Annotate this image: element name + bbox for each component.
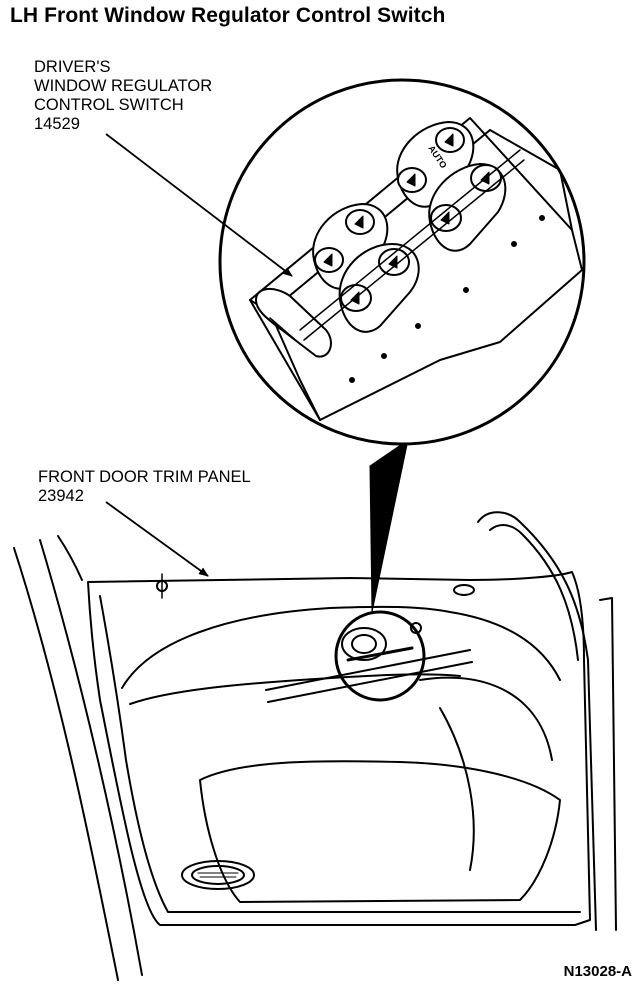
switch-location-bezel [342,628,386,660]
door-pocket-inner2 [440,708,474,870]
rocker-button-rear-left [313,204,387,289]
armrest-grip-line [266,650,470,690]
diagram-title: LH Front Window Regulator Control Switch [10,4,446,27]
switch-assembly: AUTO [250,118,582,420]
trim-panel-inner-edge [100,596,580,912]
trim-panel-outline [88,572,590,925]
panel-callout-label: FRONT DOOR TRIM PANEL 23942 [38,468,251,506]
armrest-upper [122,607,560,688]
lockout-switch [256,289,331,357]
door-window-frame-inner [490,525,578,660]
panel-callout-line1: FRONT DOOR TRIM PANEL [38,468,251,486]
armrest-grip-line2 [268,662,472,702]
door-frame-left-edge [58,536,82,580]
armrest-lower [130,674,460,704]
speaker-grille [182,861,254,889]
switch-part-number: 14529 [34,115,80,133]
speaker-grille-inner [192,866,244,884]
rocker-button-front-left [397,122,473,207]
door-pocket [200,761,560,902]
mirror-control [454,585,474,595]
figure-code: N13028-A [563,963,632,980]
door-frame-left-outer [14,548,118,980]
switch-location-circle [336,612,424,700]
switch-callout-line3: CONTROL SWITCH [34,96,184,114]
switch-callout-line1: DRIVER'S [34,58,111,76]
panel-part-number: 23942 [38,487,84,505]
switch-callout-line2: WINDOW REGULATOR [34,77,213,95]
switch-leader-arrow [106,134,293,276]
panel-leader-arrow [106,502,209,576]
switch-housing-front [270,312,320,420]
magnifier-cone [370,440,408,612]
door-drawing [14,512,616,980]
door-frame-left-inner [40,540,142,975]
switch-callout-label: DRIVER'S WINDOW REGULATOR CONTROL SWITCH… [34,58,212,134]
door-pocket-inner [420,678,552,760]
door-window-frame-edge [600,598,616,930]
